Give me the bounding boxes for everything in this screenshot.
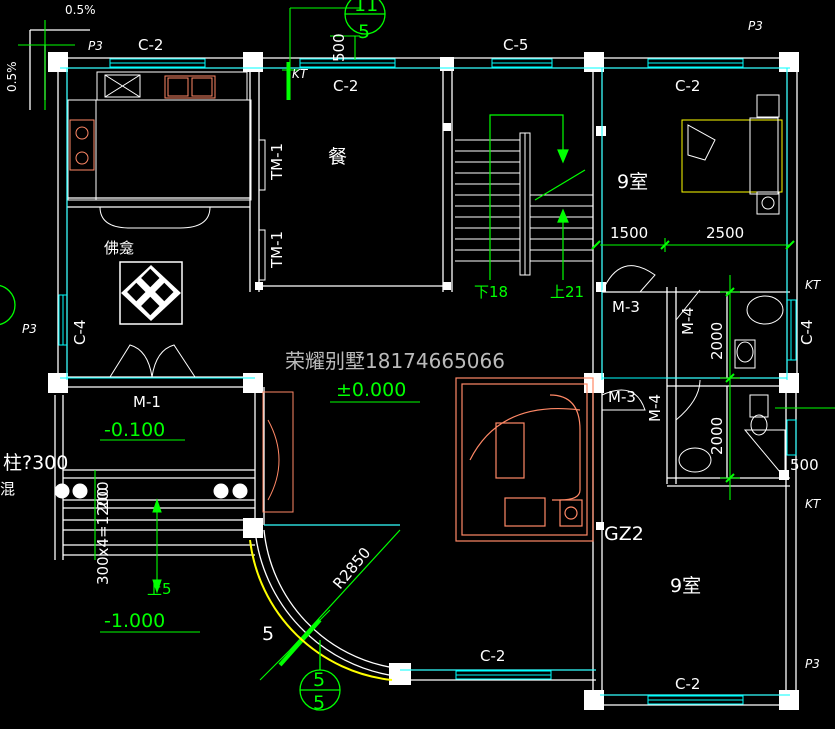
axis-top-sub: 5 [358,21,370,43]
stair-up-label: 上21 [550,283,584,301]
gz2-label: GZ2 [604,523,644,545]
window-c5-label: C-5 [503,36,528,54]
column-note-label: 柱?300 [3,452,68,474]
axis-bubble-left [0,284,16,326]
tv-cabinet [262,391,294,513]
axis-bottom-label: 5 [313,669,325,691]
room-bedroom-a-label: 9室 [617,171,648,193]
kt-label-top: KT [292,67,309,81]
p3-label-tr: P3 [748,19,763,33]
dim-stairs: 300x4=1200 [94,487,112,585]
buddha-label: 佛龛 [104,239,134,257]
stair-down-label: 下18 [474,283,508,301]
axis-bubble-bottom [299,640,341,711]
arc-label: 5 [262,623,274,645]
dim-2500: 2500 [706,224,744,242]
dim-500-right: 500 [790,456,819,474]
dim-2000-b: 2000 [708,417,726,455]
door-m4-label-b: M-4 [646,394,664,422]
kitchen-fixtures [67,71,252,229]
door-m1-label: M-1 [133,393,161,411]
level-000-label: ±0.000 [336,379,406,401]
window-c2-mid-label: C-2 [333,77,358,95]
dim-500-top: 500 [330,33,348,62]
door-m1-symbol [109,344,196,378]
window-c2-bot-label: C-2 [480,647,505,665]
stair-arrows [489,114,586,280]
arc-wall-highlight [249,539,393,681]
door-tm1-label-a: TM-1 [268,143,286,181]
windows [58,58,797,705]
axis-bottom-sub: 5 [313,692,325,714]
axis-top-label: 11 [354,0,378,16]
door-m3-label-b: M-3 [608,388,636,406]
dim-r2850: R2850 [329,544,374,593]
dim-1500: 1500 [610,224,648,242]
slope-left-label: 0.5% [5,62,19,93]
window-c4-right-label: C-4 [798,320,816,345]
left-cut-label: 混 [0,480,15,498]
section-cut [278,618,322,667]
watermark-text: 荣耀别墅18174665066 [285,349,505,373]
shrine-icon [119,261,183,325]
window-c4-left-label: C-4 [71,320,89,345]
sofa-set [455,377,594,542]
planters [54,483,248,499]
r2850-dimension [289,529,401,651]
level-0100-label: -0.100 [104,419,165,441]
staircase [455,132,593,276]
bathroom-fixtures [678,295,786,480]
p3-label-left: P3 [22,322,37,336]
p3-label-tl: P3 [88,39,103,53]
door-m4-label-a: M-4 [679,307,697,335]
window-c2-br-label: C-2 [675,675,700,693]
labels: 0.5% 0.5% P3 P3 P3 P3 C-2 C-2 C-5 C-2 C-… [0,0,822,714]
slope-top-label: 0.5% [65,3,96,17]
door-tm1-symbols [258,139,266,281]
p3-label-br: P3 [805,657,820,671]
level-1000-label: -1.000 [104,610,165,632]
door-swings [601,265,701,421]
window-c2-tr-label: C-2 [675,77,700,95]
bed [681,94,783,215]
room-bedroom-b-label: 9室 [670,575,701,597]
dim-200: 200 [94,481,112,510]
door-tm1-label-b: TM-1 [268,231,286,269]
kt-label-right2: KT [805,497,822,511]
window-c2-tl-label: C-2 [138,36,163,54]
dim-2000-a: 2000 [708,322,726,360]
dim-ticks [591,240,795,483]
room-dining-label: 餐 [328,146,347,168]
door-m3-label-a: M-3 [612,298,640,316]
axis-bubble-top [344,0,386,35]
kt-label-right1: KT [805,278,822,292]
step-up-label: 上5 [147,580,172,598]
